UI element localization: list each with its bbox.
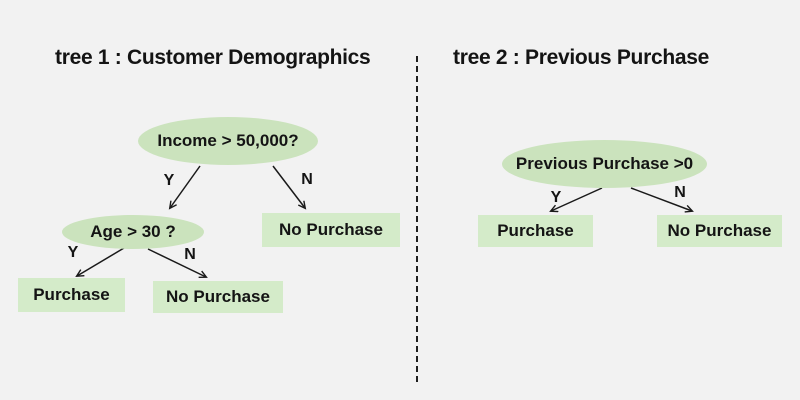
vertical-dashed-divider bbox=[416, 56, 418, 382]
tree2-no-label: N bbox=[674, 184, 686, 201]
tree2-leaf-purchase: Purchase bbox=[478, 215, 593, 247]
tree1-age-decision-node: Age > 30 ? bbox=[62, 215, 204, 249]
tree1-leaf-purchase: Purchase bbox=[18, 278, 125, 312]
tree2-leaf-no-purchase: No Purchase bbox=[657, 215, 782, 247]
tree1-leaf-no-purchase-upper: No Purchase bbox=[262, 213, 400, 247]
tree1-child-no-label: N bbox=[184, 246, 196, 263]
edge-tree1-child-yes bbox=[77, 247, 125, 276]
tree1-root-no-label: N bbox=[301, 171, 313, 188]
tree1-title: tree 1 : Customer Demographics bbox=[55, 46, 371, 69]
tree1-root-decision-node: Income > 50,000? bbox=[138, 117, 318, 165]
tree2-yes-label: Y bbox=[550, 189, 562, 206]
tree2-root-decision-node: Previous Purchase >0 bbox=[502, 140, 707, 188]
tree1-child-yes-label: Y bbox=[67, 244, 79, 261]
tree1-root-yes-label: Y bbox=[163, 172, 175, 189]
tree2-title: tree 2 : Previous Purchase bbox=[453, 46, 709, 69]
tree1-leaf-no-purchase-lower: No Purchase bbox=[153, 281, 283, 313]
